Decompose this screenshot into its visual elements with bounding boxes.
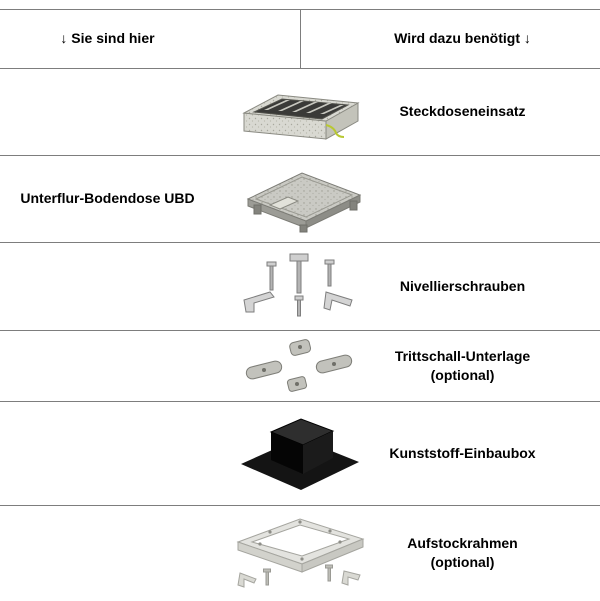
row-divider (0, 68, 600, 69)
header-right-label: Wird dazu benötigt ↓ (394, 30, 531, 47)
row-kunststoff-einbaubox: Kunststoff-Einbaubox (0, 401, 600, 505)
product-label: Trittschall-Unterlage (optional) (394, 347, 531, 383)
product-label-cell: Nivellierschrauben (360, 242, 565, 330)
row-divider (0, 330, 600, 331)
product-label: Nivellierschrauben (399, 277, 526, 294)
header-column-divider (300, 9, 301, 68)
row-divider (0, 505, 600, 506)
kunststoff-einbaubox-product-image (241, 418, 359, 490)
product-label-cell: Trittschall-Unterlage (optional) (360, 330, 565, 401)
row-steckdoseneinsatz: Steckdoseneinsatz (0, 68, 600, 155)
row-aufstockrahmen: Aufstockrahmen (optional) (0, 505, 600, 601)
trittschall-unterlage-product-image (245, 338, 353, 392)
header-left-cell: ↓ Sie sind hier (0, 9, 215, 68)
product-label: Steckdoseneinsatz (399, 103, 526, 120)
header-right-cell: Wird dazu benötigt ↓ (360, 9, 565, 68)
product-image-cell (215, 401, 385, 505)
row-unterflur-bodendose: Unterflur-Bodendose UBD (0, 155, 600, 242)
product-label: Unterflur-Bodendose UBD (20, 190, 195, 207)
row-divider (0, 401, 600, 402)
product-image-cell (215, 155, 385, 242)
product-label: Aufstockrahmen (optional) (407, 535, 518, 570)
aufstockrahmen-product-image (236, 517, 365, 588)
product-image-cell (215, 330, 385, 401)
product-label-cell: Aufstockrahmen (optional) (360, 505, 565, 601)
row-divider (0, 242, 600, 243)
product-image-cell (215, 242, 385, 330)
row-trittschall-unterlage: Trittschall-Unterlage (optional) (0, 330, 600, 401)
product-label-cell: Kunststoff-Einbaubox (360, 401, 565, 505)
product-image-cell (215, 505, 385, 601)
product-label: Kunststoff-Einbaubox (389, 444, 536, 461)
product-label-cell: Steckdoseneinsatz (360, 68, 565, 155)
product-label-cell: Unterflur-Bodendose UBD (0, 155, 215, 242)
product-image-cell (215, 68, 385, 155)
row-divider (0, 155, 600, 156)
nivellierschrauben-product-image (243, 253, 353, 317)
unterflur-bodendose-ubd-product-image (246, 171, 362, 232)
header-row: ↓ Sie sind hier Wird dazu benötigt ↓ (0, 9, 600, 68)
row-nivellierschrauben: Nivellierschrauben (0, 242, 600, 330)
steckdoseneinsatz-product-image (242, 93, 360, 140)
header-left-label: ↓ Sie sind hier (60, 30, 155, 47)
